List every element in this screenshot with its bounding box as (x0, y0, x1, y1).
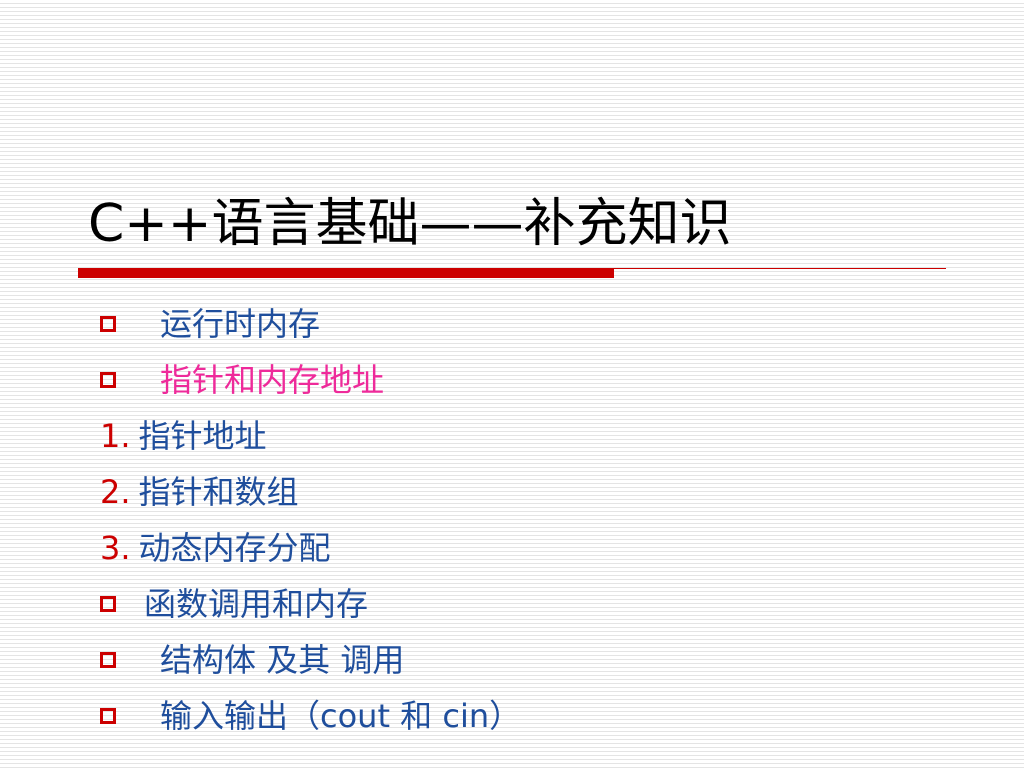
list-item-text: 动态内存分配 (138, 529, 331, 567)
list-item: 运行时内存 (100, 296, 521, 352)
hollow-square-icon (100, 596, 116, 612)
hollow-square-icon (100, 372, 116, 388)
title-underline-thin (614, 268, 946, 269)
title-underline-thick (78, 268, 614, 278)
list-item-text: 运行时内存 (160, 305, 321, 343)
hollow-square-icon (100, 652, 116, 668)
list-item-number: 3. (100, 529, 131, 567)
list-item: 3. 动态内存分配 (100, 520, 521, 576)
bullet-list: 运行时内存 指针和内存地址 1. 指针地址 2. 指针和数组 3. 动态内存分配… (100, 296, 521, 744)
list-item-text: 指针地址 (138, 417, 267, 455)
list-item: 1. 指针地址 (100, 408, 521, 464)
list-item-text: 函数调用和内存 (144, 585, 369, 623)
hollow-square-icon (100, 316, 116, 332)
list-item-number: 2. (100, 473, 131, 511)
list-item: 2. 指针和数组 (100, 464, 521, 520)
slide-title: C++语言基础——补充知识 (88, 194, 732, 254)
list-item: 函数调用和内存 (100, 576, 521, 632)
list-item-text: 指针和内存地址 (160, 361, 385, 399)
list-item-text: 指针和数组 (138, 473, 299, 511)
list-item: 指针和内存地址 (100, 352, 521, 408)
list-item-text: 结构体 及其 调用 (160, 641, 405, 679)
list-item-text: 输入输出（cout 和 cin） (160, 697, 522, 735)
hollow-square-icon (100, 708, 116, 724)
list-item-number: 1. (100, 417, 131, 455)
list-item: 输入输出（cout 和 cin） (100, 688, 521, 744)
list-item: 结构体 及其 调用 (100, 632, 521, 688)
